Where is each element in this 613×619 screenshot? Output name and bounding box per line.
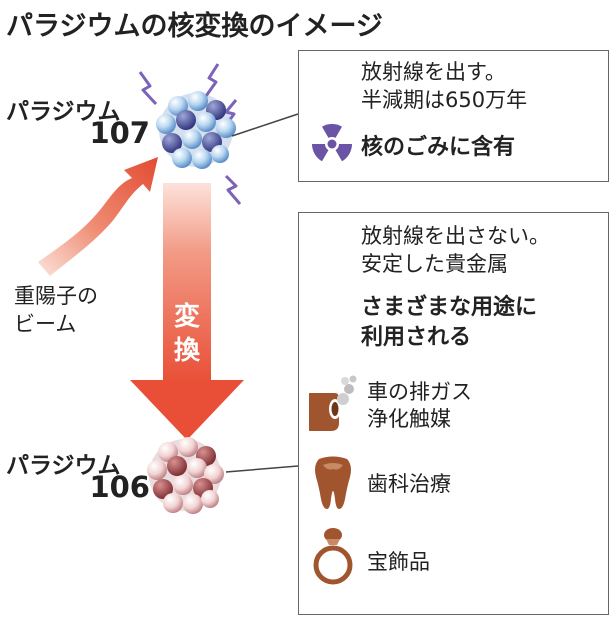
beam-label-line: ビーム [14, 312, 77, 336]
box-106-line: 放射線を出さない。 [361, 224, 550, 248]
beam-label: 重陽子の ビーム [14, 282, 98, 338]
isotope-106-mass: 106 [89, 470, 150, 504]
isotope-106-name: パラジウム [6, 453, 121, 479]
ring-icon [313, 528, 353, 585]
nucleus-107-icon [156, 91, 236, 169]
use-label-line: 車の排ガス [367, 380, 472, 404]
exhaust-pipe-icon [309, 375, 357, 431]
use-exhaust-label: 車の排ガス 浄化触媒 [367, 379, 472, 433]
box-106-bold: 利用される [361, 325, 472, 350]
conversion-label: 変 換 [163, 296, 211, 376]
deuteron-beam-arrow [38, 157, 158, 276]
use-jewelry-label: 宝飾品 [367, 550, 430, 574]
tooth-icon [315, 456, 351, 509]
conversion-label-char: 換 [173, 336, 200, 366]
conversion-label-char: 変 [173, 302, 200, 332]
isotope-107-name: パラジウム [6, 99, 121, 125]
box-106-line: 安定した貴金属 [361, 252, 508, 276]
box-107-line: 放射線を出す。 [361, 60, 506, 84]
callout-line-bottom [225, 465, 299, 473]
box-107-line: 半減期は650万年 [361, 88, 528, 112]
use-label-line: 浄化触媒 [367, 407, 451, 431]
info-box-107: 放射線を出す。 半減期は650万年 核のごみに含有 [298, 50, 609, 182]
isotope-107-mass: 107 [89, 116, 150, 150]
page-title: パラジウムの核変換のイメージ [6, 11, 383, 42]
beam-label-line: 重陽子の [14, 284, 98, 308]
box-107-bold: 核のごみに含有 [361, 135, 516, 160]
conversion-arrow [130, 183, 244, 440]
callout-line-top [231, 113, 299, 137]
nucleus-106-icon [147, 437, 224, 514]
info-box-106: 放射線を出さない。 安定した貴金属 さまざまな用途に 利用される 車の排ガス 浄… [298, 212, 609, 615]
radiation-icon [312, 124, 352, 164]
use-dental-label: 歯科治療 [367, 472, 451, 496]
box-106-bold: さまざまな用途に [361, 295, 538, 320]
